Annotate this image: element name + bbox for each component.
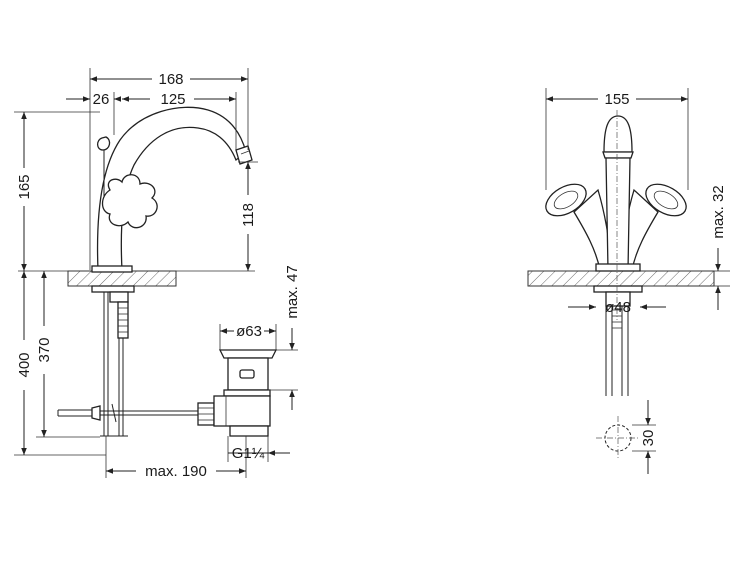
mounting-hole-symbol xyxy=(596,416,640,460)
mounting-nut xyxy=(91,285,135,293)
dim-spout-height: 118 xyxy=(240,203,257,227)
lever-handle xyxy=(101,174,158,229)
lift-rod-knob xyxy=(96,136,111,151)
deck-slab xyxy=(67,270,177,287)
spout-front xyxy=(603,115,633,153)
dim-hole-center: 30 xyxy=(640,430,657,447)
dim-deck-thickness: max. 32 xyxy=(710,185,727,238)
aerator xyxy=(235,145,253,165)
threaded-shank xyxy=(117,301,129,339)
right-handle xyxy=(619,183,687,271)
mounting-nut-front xyxy=(593,285,643,293)
dim-front-width: 155 xyxy=(604,91,629,108)
dim-height-above-deck: 165 xyxy=(16,174,33,199)
side-view: 168 26 125 165 118 400 370 xyxy=(14,68,301,480)
dim-below-deck-400: 400 xyxy=(16,352,33,377)
supply-tubes-front xyxy=(605,306,629,396)
deck-slab-front xyxy=(527,270,715,287)
dim-overall-width: 168 xyxy=(158,71,183,88)
dim-spout-reach: 125 xyxy=(160,91,185,108)
left-handle xyxy=(545,183,613,271)
dim-waste-thread: G1¼ xyxy=(232,445,265,462)
drain-linkage xyxy=(57,403,198,423)
dim-hole-dia: ø48 xyxy=(605,299,631,316)
pivot-nut xyxy=(197,402,215,426)
base-ring-front xyxy=(595,263,641,272)
dim-below-deck-370: 370 xyxy=(36,337,53,362)
dim-waste-dia: ø63 xyxy=(236,323,262,340)
dim-drain-reach: max. 190 xyxy=(145,463,207,480)
front-view: 155 max. 32 ø48 30 xyxy=(527,88,730,474)
dim-waste-height: max. 47 xyxy=(284,265,301,318)
dim-offset-left: 26 xyxy=(93,91,110,108)
base-ring xyxy=(91,265,133,273)
pop-up-waste xyxy=(213,349,278,437)
